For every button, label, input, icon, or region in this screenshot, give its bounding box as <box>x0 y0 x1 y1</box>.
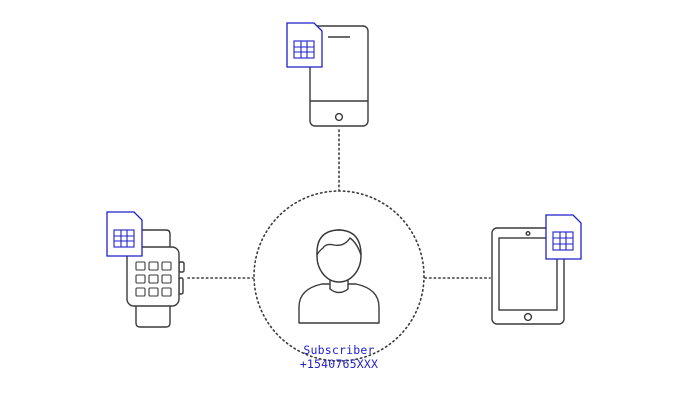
subscriber-label: Subscriber <box>303 343 375 357</box>
user-icon <box>298 229 380 324</box>
sim-card-icon-phone <box>286 22 323 68</box>
subscriber-number: +1540765XXX <box>299 357 379 371</box>
sim-card-icon-tablet <box>545 214 582 260</box>
sim-card-icon-watch <box>106 211 143 257</box>
watch-keypad <box>135 261 172 297</box>
smartphone-icon <box>309 25 369 127</box>
subscriber-circle <box>253 190 425 362</box>
connector-lines <box>187 129 491 279</box>
smartwatch-icon <box>126 229 185 328</box>
